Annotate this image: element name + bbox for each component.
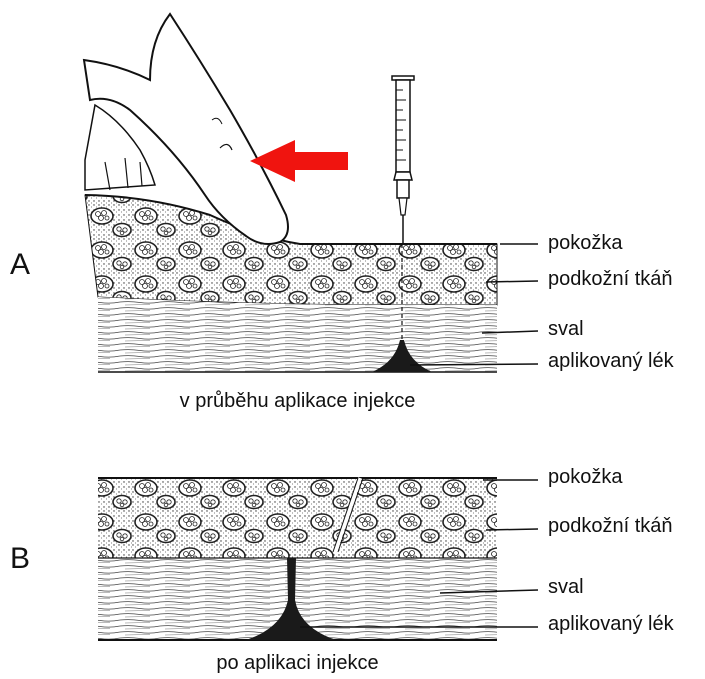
label-b-drug: aplikovaný lék [548,613,674,636]
panel-a-muscle [98,297,497,372]
label-b-epidermis: pokožka [548,466,623,489]
label-b-muscle: sval [548,576,584,599]
label-b-subcutis: podkožní tkáň [548,515,673,538]
panel-b-subcutis [98,478,497,558]
syringe-icon [392,76,414,244]
label-a-subcutis: podkožní tkáň [548,268,673,291]
label-a-muscle: sval [548,318,584,341]
caption-a: v průběhu aplikace injekce [98,390,497,413]
label-a-epidermis: pokožka [548,232,623,255]
panel-a-tissue [85,195,497,372]
panel-a-subcutis [85,195,497,305]
panel-b-tissue [98,478,497,640]
panel-letter-b: B [10,542,30,576]
label-a-drug: aplikovaný lék [548,350,674,373]
panel-letter-a: A [10,248,30,282]
caption-b: po aplikaci injekce [98,652,497,675]
